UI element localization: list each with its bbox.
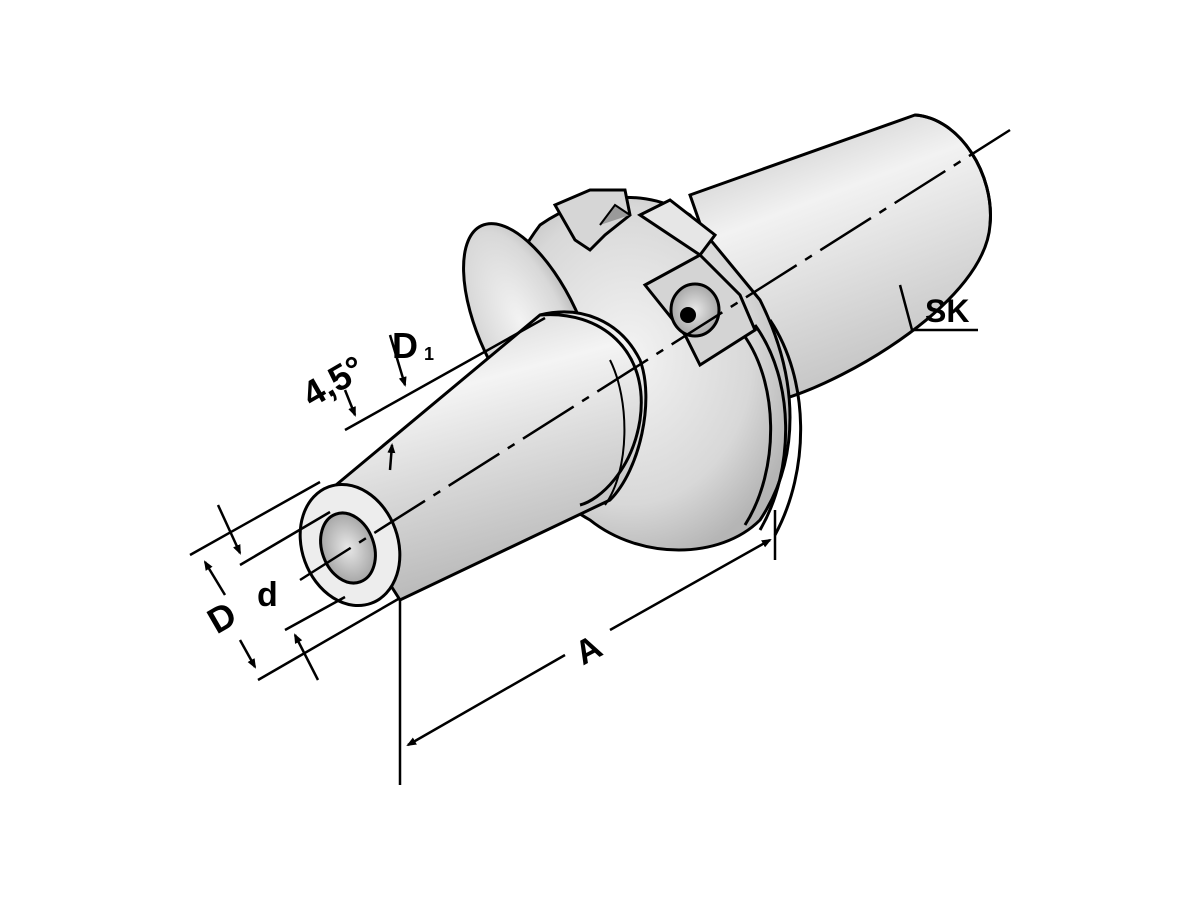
label-outer-diameter: D bbox=[200, 593, 243, 642]
label-d1-subscript: 1 bbox=[424, 344, 434, 364]
label-bore-diameter: d bbox=[257, 576, 278, 614]
label-taper: SK bbox=[925, 293, 969, 329]
drive-key-slot bbox=[552, 188, 718, 258]
collet-nose bbox=[298, 310, 648, 608]
label-d1: D bbox=[392, 325, 418, 366]
label-angle: 4,5° bbox=[295, 347, 371, 415]
center-axis-line bbox=[299, 128, 1011, 582]
label-length: A bbox=[569, 628, 609, 673]
dimension-lines bbox=[189, 284, 978, 785]
